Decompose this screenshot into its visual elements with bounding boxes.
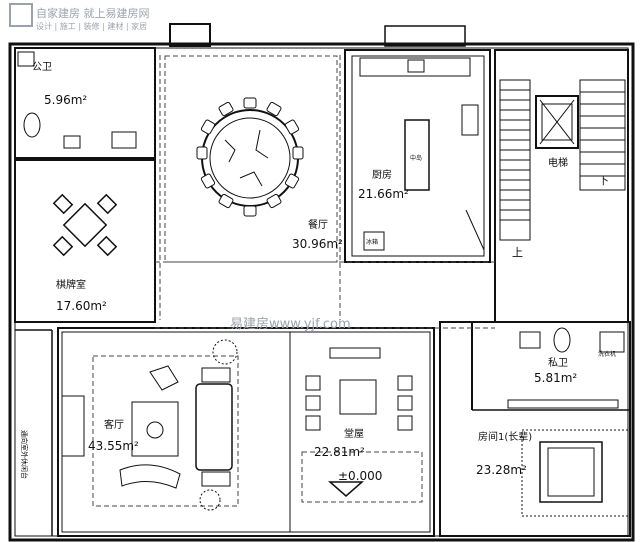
room-name-living: 客厅: [104, 418, 124, 431]
room-name-chess-room: 棋牌室: [56, 278, 86, 291]
room-name-bath-private: 私卫: [548, 357, 568, 369]
room-name-hall: 堂屋: [344, 428, 364, 440]
left-wall-label: 通向室外休闲台: [20, 430, 29, 479]
stairs: [499, 79, 626, 241]
elevator-label: 电梯: [548, 156, 568, 169]
watermark-logo: 自家建房 就上易建房网 设计 | 施工 | 装修 | 建材 | 家居: [9, 3, 150, 31]
dining-table: [201, 109, 299, 207]
stairs-up-label: 上: [512, 246, 523, 259]
room-area-bath-public: 5.96m²: [44, 93, 87, 107]
watermark-line1: 自家建房 就上易建房网: [36, 6, 150, 20]
living-furniture: [61, 339, 238, 511]
kitchen-fixtures: [359, 57, 485, 251]
bathroom-fixtures: [17, 51, 625, 353]
island-label: 中岛: [410, 154, 422, 162]
elevator-shaft: [535, 95, 579, 149]
bedroom-furniture: [507, 399, 629, 517]
fridge-label: 冰箱: [366, 238, 378, 246]
room-area-kitchen: 21.66m²: [358, 187, 409, 201]
room-area-hall: 22.81m²: [314, 445, 365, 459]
room-area-dining: 30.96m²: [292, 237, 343, 251]
dashed-zones: [92, 55, 495, 507]
stairs-down-label: 下: [598, 174, 609, 187]
room-labels: 公卫 5.96m² 棋牌室 17.60m² 餐厅 30.96m² 厨房 21.66m² 客厅 43…: [32, 62, 577, 477]
elevation-label: ±0.000: [338, 469, 382, 483]
room-area-chess-room: 17.60m²: [56, 299, 107, 313]
watermark-center: 易建房www.yjf.com: [230, 316, 351, 332]
room-name-kitchen: 厨房: [372, 168, 392, 181]
laundry-label: 洗衣机: [598, 350, 616, 358]
room-name-bath-public: 公卫: [32, 62, 52, 73]
room-area-living: 43.55m²: [88, 439, 139, 453]
room-name-dining: 餐厅: [308, 218, 328, 231]
room-area-bath-private: 5.81m²: [534, 371, 577, 385]
room-area-bedroom: 23.28m²: [476, 463, 527, 477]
dining-chairs: [196, 97, 304, 217]
chess-table: [52, 193, 118, 257]
room-name-bedroom: 房间1(长辈): [478, 430, 532, 443]
hall-furniture: [305, 347, 413, 497]
watermark-line2: 设计 | 施工 | 装修 | 建材 | 家居: [36, 21, 147, 31]
